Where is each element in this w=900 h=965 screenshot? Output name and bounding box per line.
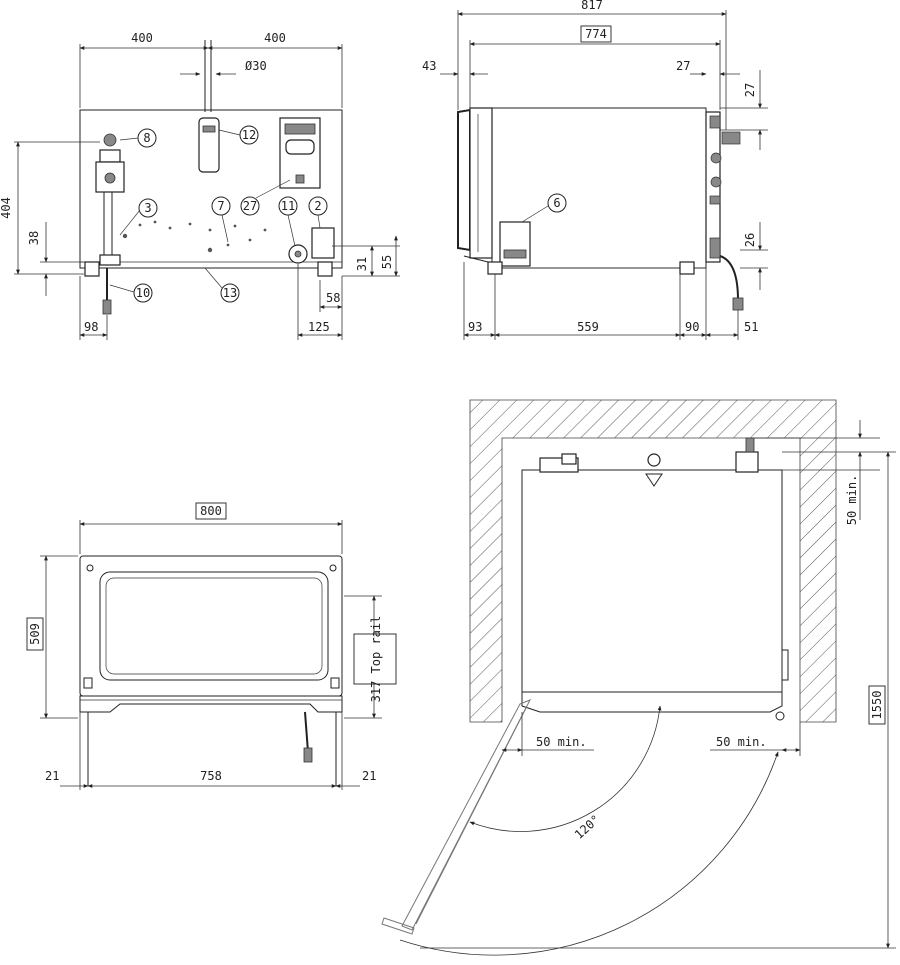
- drain-hose: [102, 268, 112, 315]
- front-view: 8 12 3 7 27 11 2 10 13 400 400: [0, 31, 400, 340]
- dim-side-d-559: 559: [577, 320, 599, 334]
- plan-view: 120° 50 min. 50 min. 50 min. 1550: [381, 399, 896, 956]
- side-dimensions: 817 774 43 27 27 26: [422, 0, 768, 340]
- callout-7: 7: [217, 199, 224, 213]
- front-dimensions: 400 400 Ø30 404 38 31 55 58 12: [0, 31, 400, 340]
- side-foot-rear: [679, 261, 695, 275]
- dim-plan-swing: 1550: [870, 691, 884, 720]
- dim-front-w-125: 125: [308, 320, 330, 334]
- plan-dimensions: 50 min. 50 min. 50 min. 1550: [420, 420, 896, 949]
- dim-side-d-51: 51: [744, 320, 758, 334]
- door-frame: [79, 555, 343, 697]
- door-window: [99, 571, 329, 681]
- arc-swing: [399, 751, 779, 956]
- valve-assembly: [95, 133, 125, 266]
- callout-10: 10: [136, 286, 150, 300]
- callout-3: 3: [144, 201, 151, 215]
- dim-door-height-509: 509: [28, 623, 42, 645]
- dim-front-h-31: 31: [355, 257, 369, 271]
- side-control-box: [499, 221, 531, 267]
- dim-plan-angle: 120°: [572, 812, 603, 842]
- dim-door-left-21: 21: [45, 769, 59, 783]
- arc-120: [469, 705, 662, 832]
- dim-door-right-21: 21: [362, 769, 376, 783]
- dim-side-total-817: 817: [581, 0, 603, 12]
- dim-side-d-90: 90: [685, 320, 699, 334]
- door-base-rail: [79, 695, 343, 713]
- dim-door-top-rail: 317 Top rail: [369, 616, 383, 703]
- dim-front-w-left: 400: [131, 31, 153, 45]
- dim-plan-left-min: 50 min.: [536, 735, 587, 749]
- dim-side-d-43: 43: [422, 59, 436, 73]
- dim-side-d-27-top: 27: [676, 59, 690, 73]
- rating-plate: [279, 117, 321, 189]
- mounting-holes: [122, 220, 267, 253]
- filter-box: [311, 227, 335, 259]
- plan-door-bar: [521, 691, 783, 713]
- plan-open-door: [381, 699, 532, 935]
- dim-plan-top-min: 50 min.: [845, 475, 859, 526]
- side-door-panel: [469, 107, 493, 259]
- dim-door-width-800: 800: [200, 504, 222, 518]
- front-callouts: 8 12 3 7 27 11 2 10 13: [109, 125, 328, 303]
- plan-body: [521, 469, 783, 693]
- wall-hatch: [469, 399, 837, 723]
- callout-2: 2: [314, 199, 321, 213]
- dim-front-w-98: 98: [84, 320, 98, 334]
- callout-11: 11: [281, 199, 295, 213]
- side-foot-front: [487, 261, 503, 275]
- door-dimensions: 800 509 317 Top rail 21 758 21: [26, 502, 397, 790]
- front-foot-right: [317, 261, 333, 277]
- callout-12: 12: [242, 128, 256, 142]
- dim-side-depth-774: 774: [585, 27, 607, 41]
- callout-27: 27: [243, 199, 257, 213]
- dim-door-mid-758: 758: [200, 769, 222, 783]
- dim-plan-right-min: 50 min.: [716, 735, 767, 749]
- dim-front-diameter: Ø30: [245, 59, 267, 73]
- dim-side-h-26: 26: [743, 233, 757, 247]
- dim-front-h-38: 38: [27, 231, 41, 245]
- front-foot-left: [84, 261, 100, 277]
- dim-front-w-58: 58: [326, 291, 340, 305]
- dim-front-w-right: 400: [264, 31, 286, 45]
- dim-front-h-55: 55: [380, 255, 394, 269]
- callout-6: 6: [553, 196, 560, 210]
- dim-front-h-404: 404: [0, 197, 13, 219]
- side-view: 6 817 774 43 27 27: [422, 0, 768, 340]
- dim-side-h-27-right: 27: [743, 83, 757, 97]
- side-service-column: [705, 111, 721, 263]
- vent-chimney: [198, 40, 220, 173]
- callout-13: 13: [223, 286, 237, 300]
- callout-8: 8: [143, 131, 150, 145]
- door-view: 800 509 317 Top rail 21 758 21: [26, 502, 397, 790]
- dim-side-d-93: 93: [468, 320, 482, 334]
